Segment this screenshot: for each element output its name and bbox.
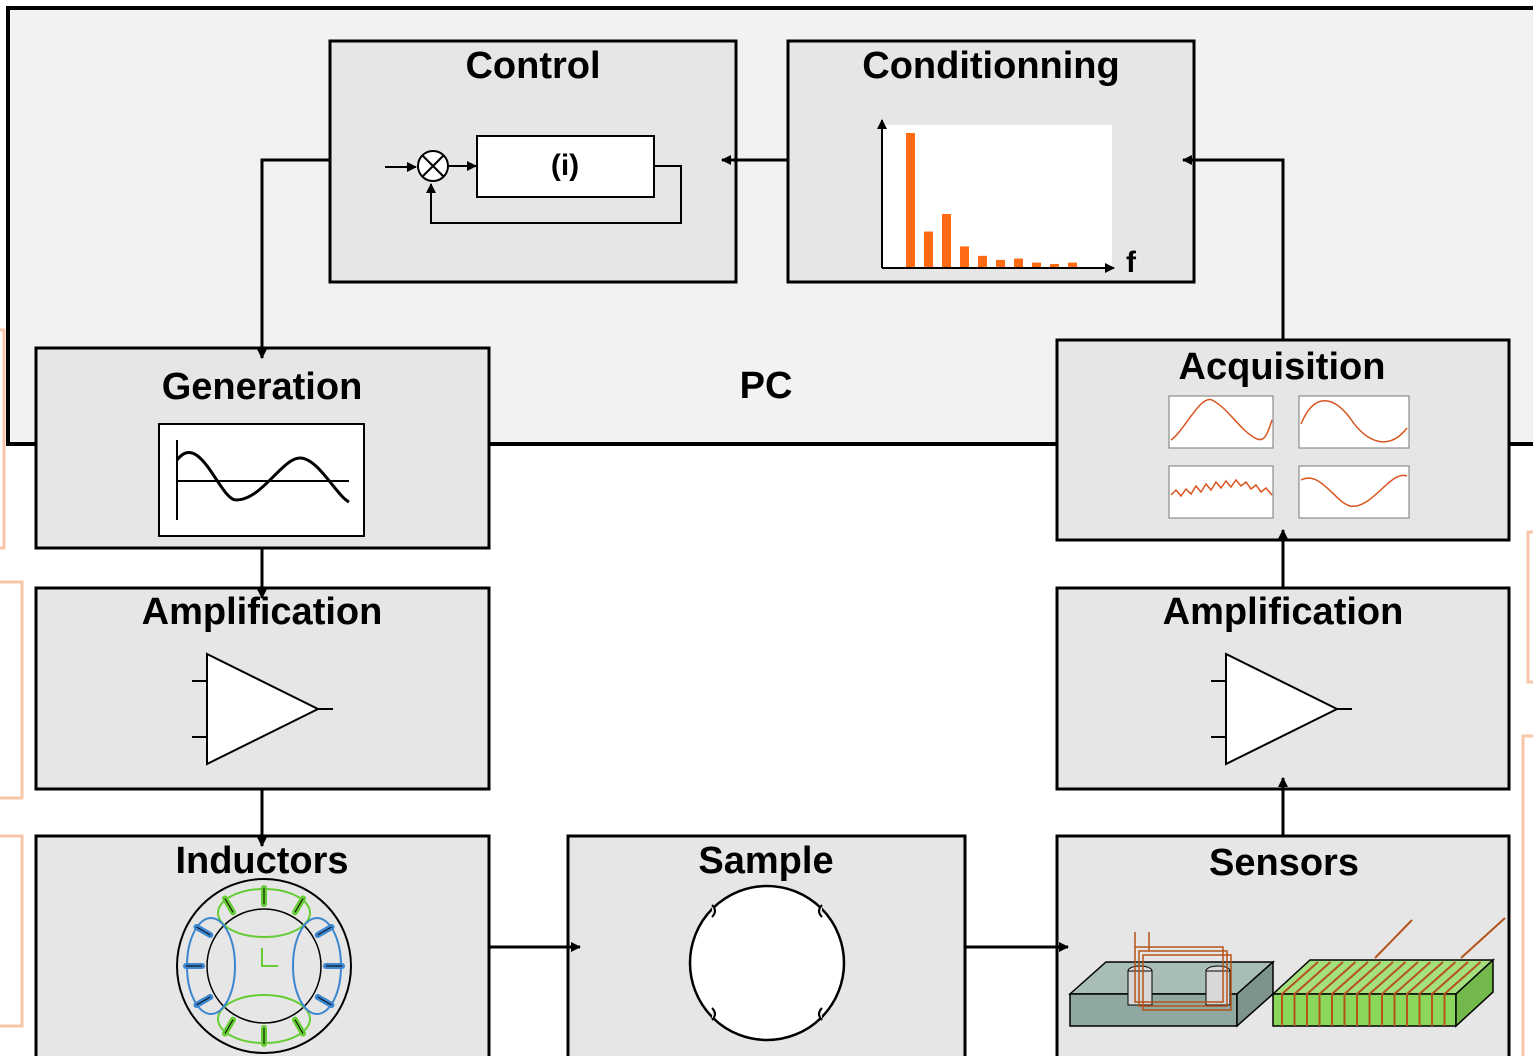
sensors-block: Sensors xyxy=(1055,834,1511,1056)
conditioning-block: Conditionning f xyxy=(786,39,1196,284)
stator-slot-outline xyxy=(224,1019,234,1034)
coil-turn xyxy=(1343,961,1382,1026)
spectrum-bar xyxy=(1068,262,1077,268)
spectrum-bar xyxy=(1014,258,1023,268)
stator-coil-icon xyxy=(176,878,352,1054)
acquisition-title: Acquisition xyxy=(1179,346,1386,388)
coil-turn xyxy=(1368,961,1407,1026)
feedback-loop-icon: (i) xyxy=(385,135,682,224)
stator-slot-outline xyxy=(224,898,234,913)
coil-turn xyxy=(1293,961,1332,1026)
inductors-block: Inductors xyxy=(34,834,491,1056)
stator-slot-outline xyxy=(294,898,304,913)
stator-slot-outline xyxy=(196,926,211,936)
control-block: Control (i) xyxy=(328,39,738,284)
conditioning-title: Conditionning xyxy=(862,45,1119,87)
stator-slot-outline xyxy=(317,926,332,936)
generation-title: Generation xyxy=(162,366,363,408)
coil-turn xyxy=(1406,961,1444,1026)
stator-slot-outline xyxy=(317,996,332,1006)
coil-turn xyxy=(1381,961,1419,1026)
sample-disk-icon xyxy=(688,884,846,1042)
coil-turn xyxy=(1418,961,1457,1026)
spectrum-bar xyxy=(960,246,969,268)
pc-label: PC xyxy=(740,365,793,407)
coil-turn xyxy=(1356,961,1394,1026)
frequency-axis-label: f xyxy=(1126,246,1137,279)
spectrum-bar xyxy=(996,259,1005,268)
coil-lead xyxy=(1374,919,1413,959)
spectrum-bar xyxy=(978,255,987,268)
amplification-right-block: Amplification xyxy=(1055,586,1511,791)
coil-turn xyxy=(1331,961,1369,1026)
spectrum-bar xyxy=(1050,263,1059,268)
generation-block: Generation xyxy=(34,346,491,550)
control-title: Control xyxy=(465,45,600,87)
amplifier-icon xyxy=(1211,652,1352,766)
amplification-left-block: Amplification xyxy=(34,586,491,791)
coil-sensor-icon xyxy=(1271,917,1506,1028)
spectrum-chart xyxy=(906,133,1077,268)
amplifier-icon xyxy=(192,652,333,766)
sample-title: Sample xyxy=(698,840,833,882)
stator-slots xyxy=(183,885,345,1047)
spectrum-bar xyxy=(1032,262,1041,268)
coil-turn xyxy=(1431,961,1469,1026)
spectrum-bar xyxy=(942,214,951,268)
coil-turn xyxy=(1393,961,1432,1026)
side-frames xyxy=(0,328,1533,1056)
coil-turn xyxy=(1443,961,1482,1026)
controller-label: (i) xyxy=(551,149,579,182)
amplification-right-title: Amplification xyxy=(1163,591,1404,633)
spectrum-bar xyxy=(924,231,933,268)
sample-block: Sample xyxy=(566,834,967,1056)
spectrum-bar xyxy=(906,133,915,268)
sine-wave-icon xyxy=(175,440,350,520)
coil-lead xyxy=(1460,917,1506,959)
signal-flow-arrows xyxy=(257,155,1288,952)
coil-turn xyxy=(1306,961,1344,1026)
stator-slot-outline xyxy=(196,996,211,1006)
coil-windings xyxy=(1281,917,1506,1026)
coil-turn xyxy=(1318,961,1357,1026)
sensors-title: Sensors xyxy=(1209,842,1359,884)
stator-slot-outline xyxy=(294,1019,304,1034)
inductors-title: Inductors xyxy=(175,840,348,882)
signal-plots xyxy=(1168,395,1410,519)
coil-turn xyxy=(1281,961,1319,1026)
fluxgate-sensor-icon xyxy=(1068,932,1275,1028)
acquisition-block: Acquisition xyxy=(1055,338,1511,542)
